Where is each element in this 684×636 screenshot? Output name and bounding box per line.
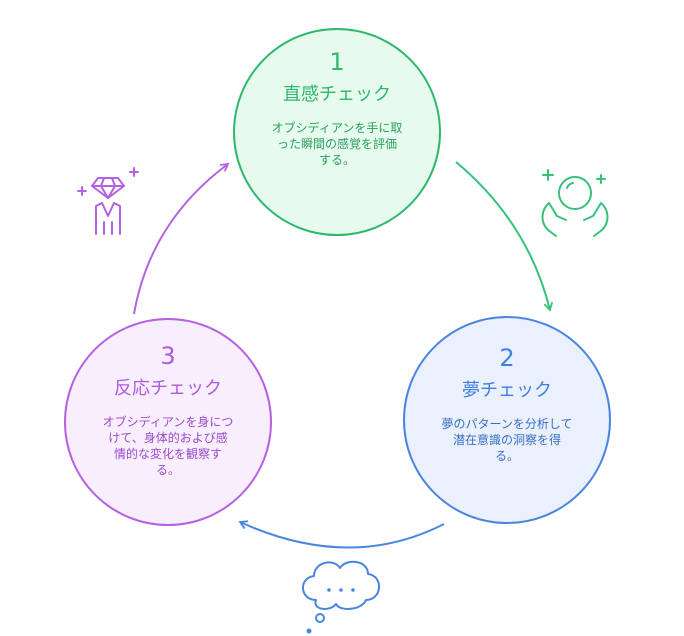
desc-line: る。 xyxy=(494,449,519,463)
desc-line: する。 xyxy=(318,153,355,167)
arrow-intuition-to-dream xyxy=(455,161,554,312)
node-description: オブシディアンを身につ けて、身体的および感 情的な変化を観察す る。 xyxy=(70,414,266,478)
node-intuition-check: 1 直感チェック オブシディアンを手に取 った瞬間の感覚を評価 する。 xyxy=(240,48,434,168)
arrow-reaction-to-intuition xyxy=(133,162,230,315)
desc-line: 情的な変化を観察す xyxy=(113,447,222,461)
node-title: 反応チェック xyxy=(114,378,222,399)
desc-line: けて、身体的および感 xyxy=(108,431,228,445)
node-dream-check: 2 夢チェック 夢のパターンを分析して 潜在意識の洞察を得 る。 xyxy=(410,344,604,464)
arrow-dream-to-reaction xyxy=(238,520,445,549)
node-description: 夢のパターンを分析して 潜在意識の洞察を得 る。 xyxy=(410,416,604,464)
desc-line: った瞬間の感覚を評価 xyxy=(276,137,397,151)
node-circle-reaction xyxy=(64,318,272,526)
desc-line: 夢のパターンを分析して xyxy=(441,417,573,431)
desc-line: オブシディアンを手に取 xyxy=(271,121,403,135)
crystal-ball-hands-icon xyxy=(541,169,609,237)
gem-person-icon xyxy=(77,167,139,235)
node-number: 3 xyxy=(160,342,176,370)
node-title: 直感チェック xyxy=(283,84,391,105)
desc-line: オブシディアンを身につ xyxy=(102,415,234,429)
node-circle-dream xyxy=(403,316,611,524)
node-description: オブシディアンを手に取 った瞬間の感覚を評価 する。 xyxy=(240,120,434,168)
node-number: 2 xyxy=(499,344,515,372)
node-circle-intuition xyxy=(233,28,441,236)
thought-bubble-icon xyxy=(302,560,380,634)
node-reaction-check: 3 反応チェック オブシディアンを身につ けて、身体的および感 情的な変化を観察… xyxy=(70,342,266,478)
node-number: 1 xyxy=(329,48,345,76)
desc-line: 潜在意識の洞察を得 xyxy=(452,433,561,447)
desc-line: る。 xyxy=(155,463,180,477)
node-title: 夢チェック xyxy=(462,380,552,401)
